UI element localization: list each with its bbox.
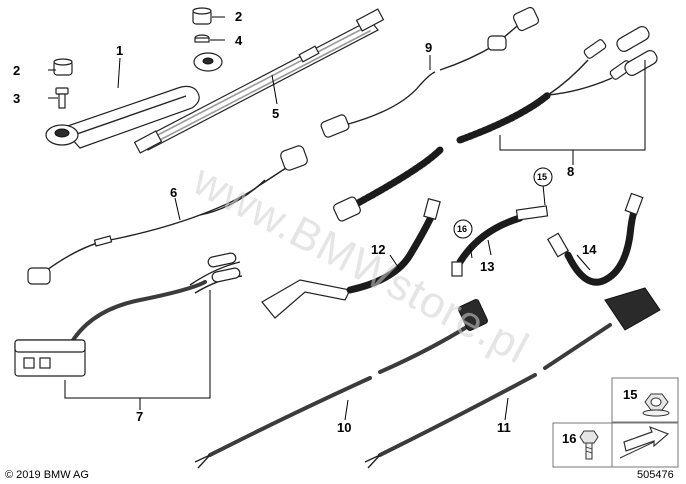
- callout-4: 4: [235, 33, 243, 48]
- part-13-battery-cable: [451, 205, 549, 277]
- part-2-cap-nut-left: [53, 58, 73, 76]
- direction-arrow-icon: [619, 425, 670, 459]
- copyright: © 2019 BMW AG: [5, 469, 89, 481]
- callout-2-left: 2: [13, 63, 20, 78]
- document-number: 505476: [637, 469, 674, 481]
- ribbon-stripes: [151, 26, 371, 143]
- part-2-cap-nut-top: [192, 7, 212, 25]
- callout-10: 10: [337, 420, 351, 435]
- callout-6: 6: [170, 185, 177, 200]
- hex-bolt-icon: [579, 430, 599, 460]
- part-10-connector-cable: [194, 299, 488, 469]
- part-14-battery-cable: [546, 192, 644, 286]
- callout-1: 1: [116, 43, 123, 58]
- part-12-battery-cable: [261, 198, 441, 319]
- svg-text:16: 16: [457, 224, 467, 234]
- part-8-corrugated-harness: [333, 26, 658, 222]
- part-11-connector-cable: [364, 287, 661, 469]
- callout-7: 7: [136, 409, 143, 424]
- part-7-plug-harness: [14, 252, 243, 377]
- legend: 15 16: [552, 377, 679, 468]
- callout-16-circled: 16: [453, 219, 473, 239]
- callout-3: 3: [13, 91, 20, 106]
- legend-label-15: 15: [623, 387, 637, 402]
- strap-ring-top: [193, 52, 223, 72]
- svg-text:15: 15: [537, 172, 547, 182]
- callout-2-top: 2: [235, 9, 242, 24]
- callout-15-circled: 15: [533, 167, 553, 187]
- part-6-wire-harness: [27, 145, 308, 285]
- part-5-ribbon-cable: [133, 8, 385, 154]
- part-9-sensor-lead: [320, 6, 540, 138]
- callout-9: 9: [425, 40, 432, 55]
- legend-label-16: 16: [562, 431, 576, 446]
- part-3-bolt: [55, 87, 69, 109]
- callout-11: 11: [497, 420, 511, 435]
- callout-8: 8: [567, 164, 574, 179]
- callout-13: 13: [480, 259, 494, 274]
- callout-14: 14: [582, 242, 597, 257]
- part-4-washer: [194, 34, 210, 43]
- leader-lines: [48, 16, 646, 421]
- callout-12: 12: [371, 242, 385, 257]
- plug-housing: [14, 339, 86, 377]
- callout-5: 5: [272, 106, 279, 121]
- hex-nut-icon: [642, 393, 670, 417]
- part-1-ground-strap: [45, 85, 200, 149]
- callouts: 1 2 2 3 4 5 6 7 8 9 10 11 12 13 14 15 16: [13, 9, 597, 435]
